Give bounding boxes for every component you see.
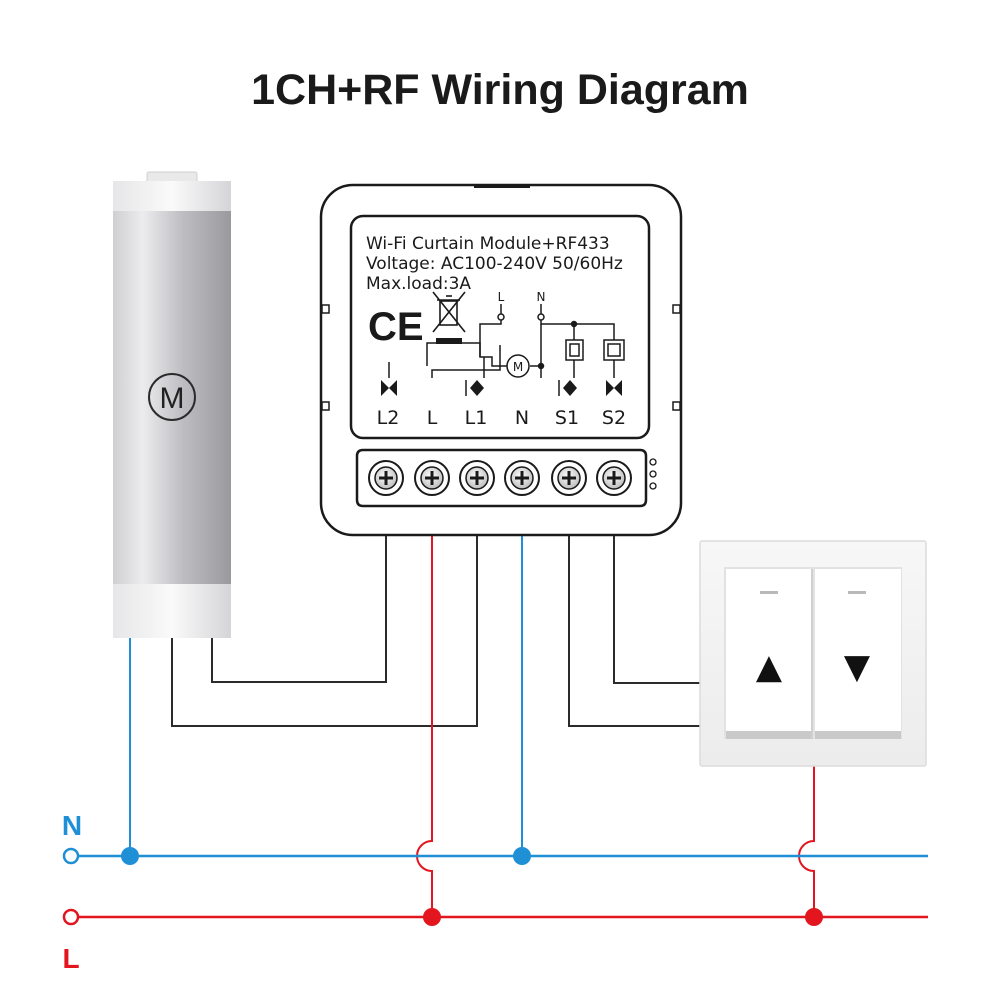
- terminal-screw-n: [504, 460, 540, 496]
- module-voltage: Voltage: AC100-240V 50/60Hz: [366, 254, 623, 274]
- terminal-screw-s2: [596, 460, 632, 496]
- s1-symbol-icon: [563, 380, 577, 396]
- motor-icon: [148, 373, 196, 421]
- l1-symbol-icon: [470, 380, 484, 396]
- live-bus: L: [62, 908, 928, 974]
- neutral-junction-motor: [121, 847, 139, 865]
- terminal-screw-l1: [459, 460, 495, 496]
- terminal-screw-l: [414, 460, 450, 496]
- live-junction-switch: [805, 908, 823, 926]
- terminal-symbols: [381, 380, 622, 396]
- module-name: Wi-Fi Curtain Module+RF433: [366, 234, 610, 254]
- neutral-bus: N: [62, 810, 928, 865]
- wire-l1-to-motor: [171, 492, 478, 727]
- terminal-screw-s1: [551, 460, 587, 496]
- wire-module-live: [416, 492, 433, 917]
- terminal-label-s2: S2: [602, 407, 626, 429]
- curtain-motor: M: [113, 171, 231, 638]
- wire-s1-to-switch: [568, 492, 700, 727]
- neutral-bus-label: N: [62, 810, 82, 841]
- switch-down-button[interactable]: [815, 569, 901, 733]
- live-bus-label: L: [62, 943, 79, 974]
- switch-up-button[interactable]: [726, 569, 812, 733]
- terminal-label-s1: S1: [555, 407, 579, 429]
- wire-s2-to-switch: [613, 492, 700, 684]
- terminal-label-n: N: [515, 407, 529, 429]
- up-arrow-icon: ▲: [756, 647, 783, 687]
- terminal-label-l2: L2: [377, 407, 400, 429]
- wire-switch-live: [798, 765, 815, 917]
- internal-schematic: [388, 304, 625, 378]
- weee-bin-icon: [432, 291, 466, 344]
- terminal-screw-l2: [368, 460, 404, 496]
- live-bus-terminal: [62, 908, 80, 926]
- l2-symbol-icon: [381, 380, 397, 396]
- curtain-module: Wi-Fi Curtain Module+RF433 Voltage: AC10…: [319, 183, 683, 537]
- terminal-label-l: L: [427, 407, 438, 429]
- neutral-junction-module: [513, 847, 531, 865]
- terminal-label-l1: L1: [465, 407, 488, 429]
- schematic-n-label: N: [537, 290, 546, 304]
- live-junction-module: [423, 908, 441, 926]
- motor-label: M: [160, 382, 185, 415]
- ce-mark: CE: [368, 305, 424, 349]
- diagram-title: 1CH+RF Wiring Diagram: [251, 66, 749, 114]
- schematic-l-label: L: [498, 290, 505, 304]
- down-arrow-icon: ▼: [844, 647, 871, 687]
- wire-l2-to-motor: [211, 492, 387, 683]
- curtain-wall-switch: ▲ ▼: [699, 540, 927, 767]
- neutral-bus-terminal: [62, 847, 80, 865]
- schematic-motor-label: M: [513, 360, 523, 374]
- s2-symbol-icon: [606, 380, 622, 396]
- module-max-load: Max.load:3A: [366, 274, 471, 294]
- module-label-plate: [349, 214, 651, 440]
